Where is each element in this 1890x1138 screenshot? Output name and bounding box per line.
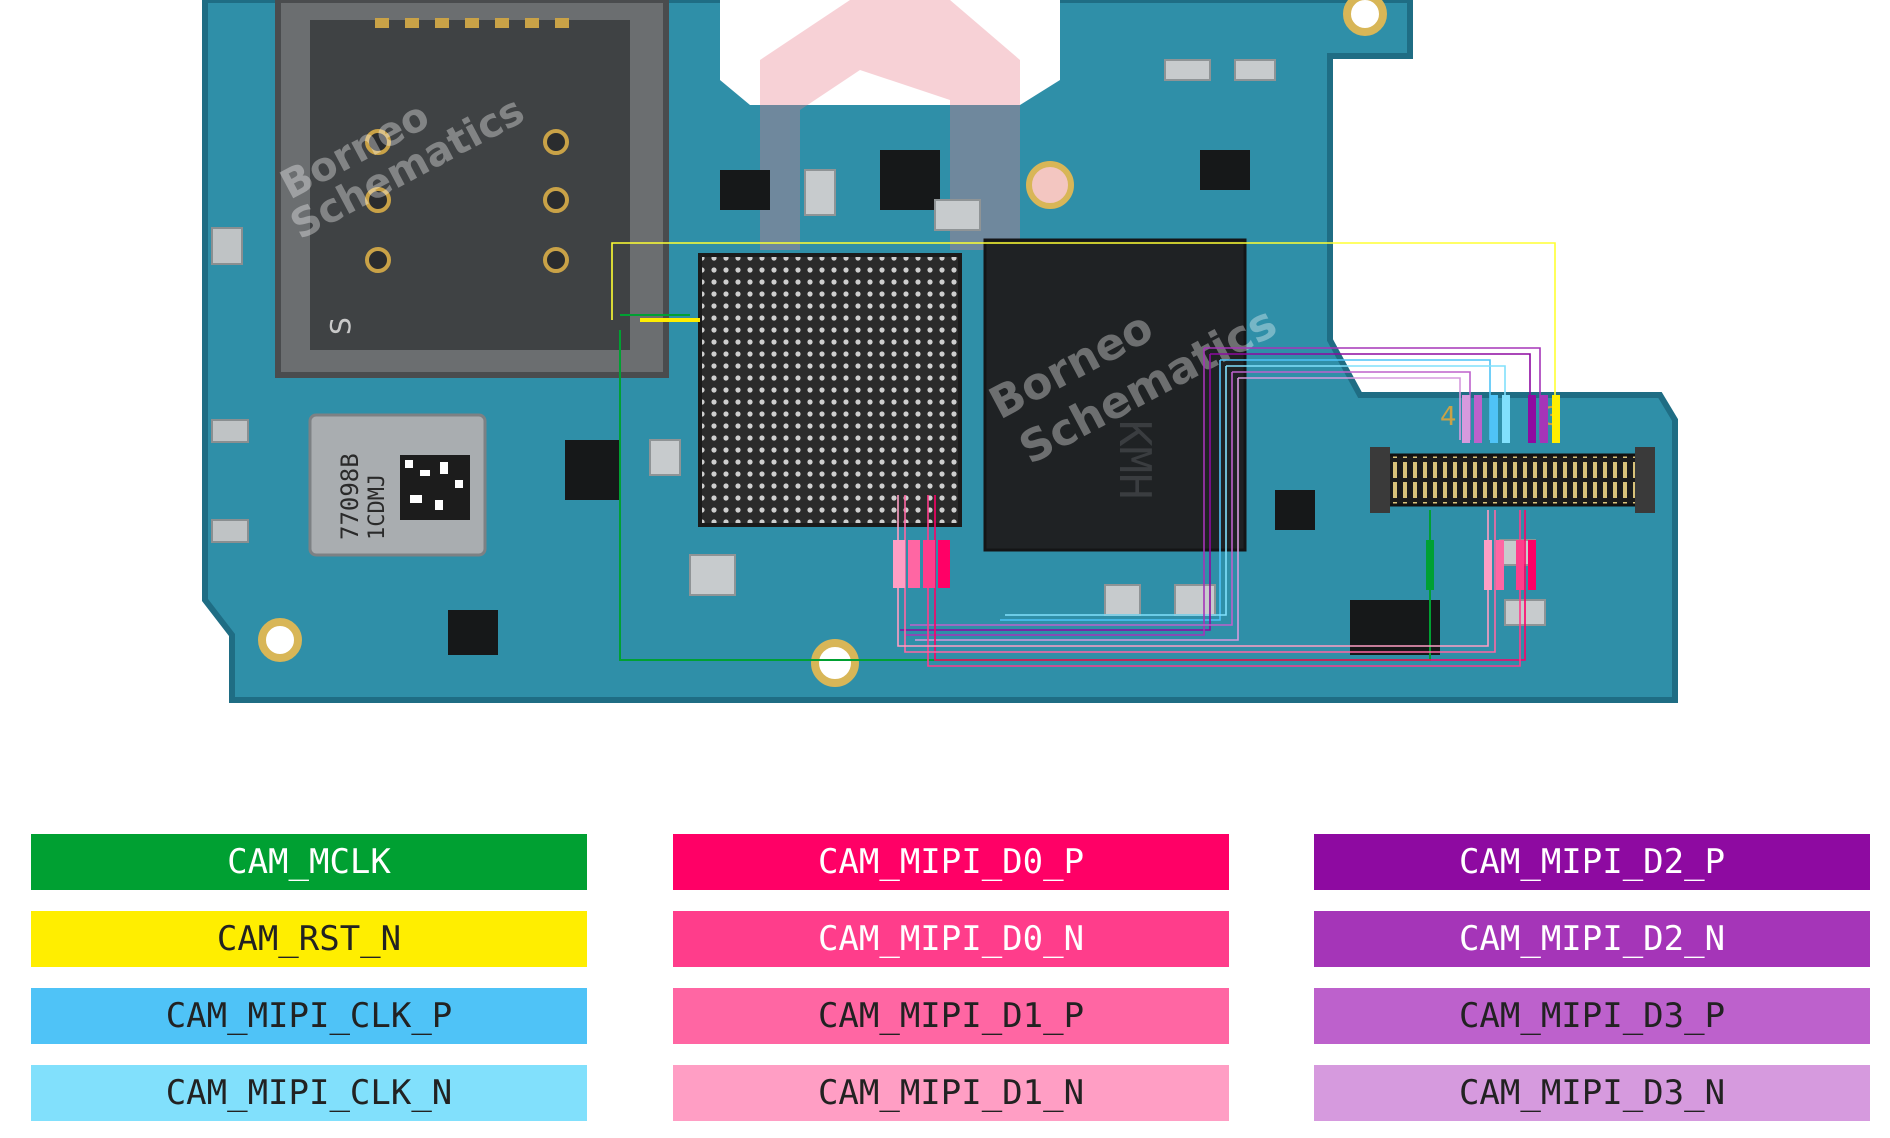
mount-hole-bottom xyxy=(811,639,859,687)
legend-label: CAM_MIPI_D2_N xyxy=(1458,919,1726,959)
legend-cam-rst-n: CAM_RST_N xyxy=(31,911,587,967)
legend-cam-mipi-d0-p: CAM_MIPI_D0_P xyxy=(673,834,1229,890)
sim-contacts xyxy=(365,129,569,273)
legend-label: CAM_RST_N xyxy=(216,919,402,959)
legend-cam-mipi-d2-p: CAM_MIPI_D2_P xyxy=(1314,834,1870,890)
mount-hole-left xyxy=(258,618,302,662)
legend-label: CAM_MIPI_CLK_N xyxy=(165,1073,453,1113)
legend-cam-mipi-clk-n: CAM_MIPI_CLK_N xyxy=(31,1065,587,1121)
legend-cam-mclk: CAM_MCLK xyxy=(31,834,587,890)
motherboard-diagram: S 77098B 1CDMJ KMH 4 3 Borneo Schematics xyxy=(202,0,1678,703)
legend-cam-mipi-clk-p: CAM_MIPI_CLK_P xyxy=(31,988,587,1044)
legend-label: CAM_MIPI_D0_P xyxy=(817,842,1085,882)
legend-label: CAM_MIPI_D1_P xyxy=(817,996,1085,1036)
legend-label: CAM_MIPI_D2_P xyxy=(1458,842,1726,882)
legend-cam-mipi-d1-n: CAM_MIPI_D1_N xyxy=(673,1065,1229,1121)
trace-mipi-d3-n xyxy=(915,377,1461,641)
legend-cam-mipi-d3-p: CAM_MIPI_D3_P xyxy=(1314,988,1870,1044)
soc-bga xyxy=(698,253,962,527)
trace-cam-rst-n xyxy=(611,242,1556,420)
legend-label: CAM_MCLK xyxy=(227,842,391,882)
legend-label: CAM_MIPI_D3_P xyxy=(1458,996,1726,1036)
pad-markers-soc xyxy=(893,540,950,588)
legend-cam-mipi-d0-n: CAM_MIPI_D0_N xyxy=(673,911,1229,967)
rf-chip-marking-2: 1CDMJ xyxy=(365,474,390,540)
legend-label: CAM_MIPI_D0_N xyxy=(817,919,1085,959)
camera-cutout xyxy=(720,0,1060,105)
legend-label: CAM_MIPI_D1_N xyxy=(817,1073,1085,1113)
pad-markers-connector xyxy=(1426,395,1560,590)
legend-label: CAM_MIPI_CLK_P xyxy=(165,996,453,1036)
legend-label: CAM_MIPI_D3_N xyxy=(1458,1073,1726,1113)
camera-connector xyxy=(1383,453,1642,507)
mount-hole-top xyxy=(1026,161,1074,209)
legend-cam-mipi-d1-p: CAM_MIPI_D1_P xyxy=(673,988,1229,1044)
rf-chip-marking-1: 77098B xyxy=(336,453,364,540)
legend-cam-mipi-d3-n: CAM_MIPI_D3_N xyxy=(1314,1065,1870,1121)
sim-tray-mark: S xyxy=(324,317,357,335)
mount-hole-topright xyxy=(1343,0,1387,36)
pink-dewatermark xyxy=(760,0,1020,250)
memory-marking: KMH xyxy=(1109,420,1160,499)
connector-number-4: 4 xyxy=(1440,402,1457,432)
legend-cam-mipi-d2-n: CAM_MIPI_D2_N xyxy=(1314,911,1870,967)
memory-chip xyxy=(983,238,1247,552)
